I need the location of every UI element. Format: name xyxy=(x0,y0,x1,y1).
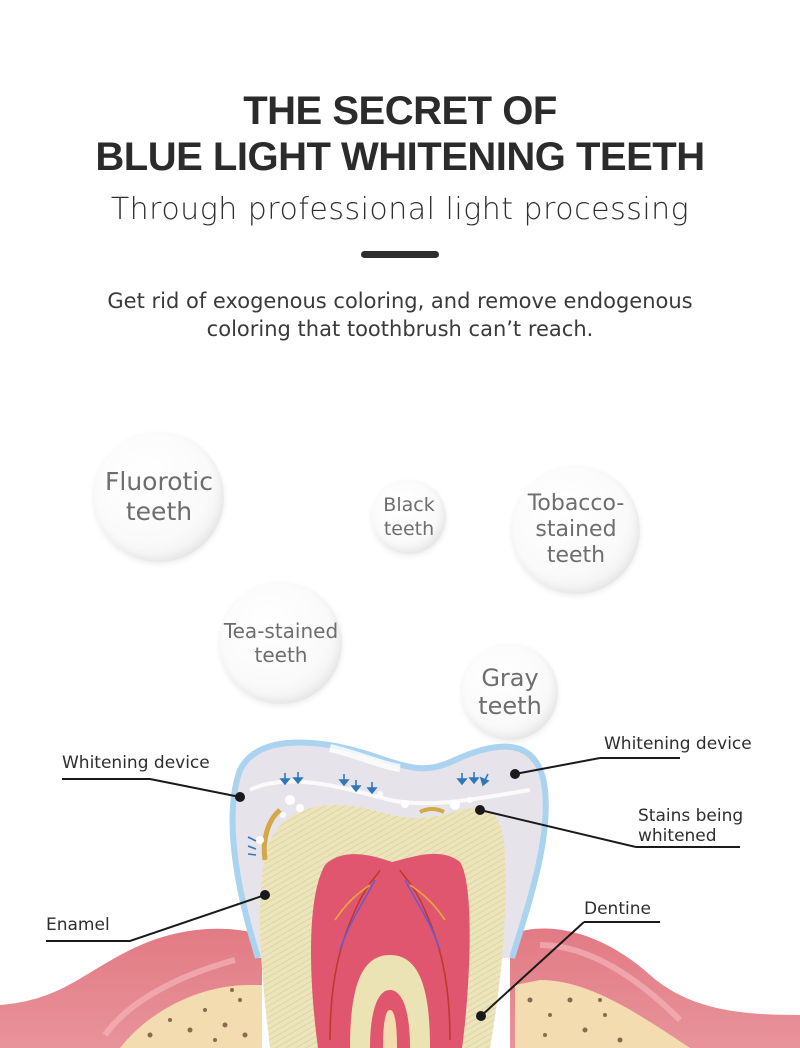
label-stains-being-whitened: Stains being whitened xyxy=(638,806,743,846)
label-enamel: Enamel xyxy=(46,915,110,935)
bubble-label: teeth xyxy=(478,692,542,720)
bubble-label: teeth xyxy=(383,518,435,540)
bubble-label: teeth xyxy=(125,497,193,526)
bubble-label: stained xyxy=(535,517,617,542)
bubble-label: teeth xyxy=(546,543,606,568)
subtitle: Through professional light processing xyxy=(110,192,690,227)
bubble-label: teeth xyxy=(254,643,308,667)
title-line-2: BLUE LIGHT WHITENING TEETH xyxy=(95,135,705,179)
divider xyxy=(361,251,439,258)
title-line-1: THE SECRET OF xyxy=(243,89,557,133)
bubble-label: Gray xyxy=(481,664,539,692)
bone-left xyxy=(120,985,262,1048)
bubble-fluorotic-teeth: Fluorotic teeth xyxy=(94,432,224,562)
bubble-label: Black xyxy=(383,494,435,516)
bubble-tobacco-stained-teeth: Tobacco- stained teeth xyxy=(512,466,640,594)
bubble-black-teeth: Black teeth xyxy=(372,480,446,554)
tooth-cross-section-diagram xyxy=(0,739,800,1048)
bubble-gray-teeth: Gray teeth xyxy=(462,644,558,740)
label-stains-line-1: Stains being xyxy=(638,806,744,826)
bubble-tea-stained-teeth: Tea-stained teeth xyxy=(220,582,342,704)
description-line-1: Get rid of exogenous coloring, and remov… xyxy=(107,289,693,313)
bubble-label: Fluorotic xyxy=(105,467,213,496)
bubble-label: Tobacco- xyxy=(527,491,625,516)
bubble-label: Tea-stained xyxy=(223,619,339,643)
label-stains-line-2: whitened xyxy=(638,826,717,846)
label-dentine: Dentine xyxy=(584,899,651,919)
description: Get rid of exogenous coloring, and remov… xyxy=(0,287,800,343)
bone-right xyxy=(515,980,690,1048)
light-arrows xyxy=(247,772,490,856)
label-whitening-device-left: Whitening device xyxy=(62,753,210,773)
label-whitening-device-right: Whitening device xyxy=(604,734,752,754)
description-line-2: coloring that toothbrush can’t reach. xyxy=(206,317,594,341)
